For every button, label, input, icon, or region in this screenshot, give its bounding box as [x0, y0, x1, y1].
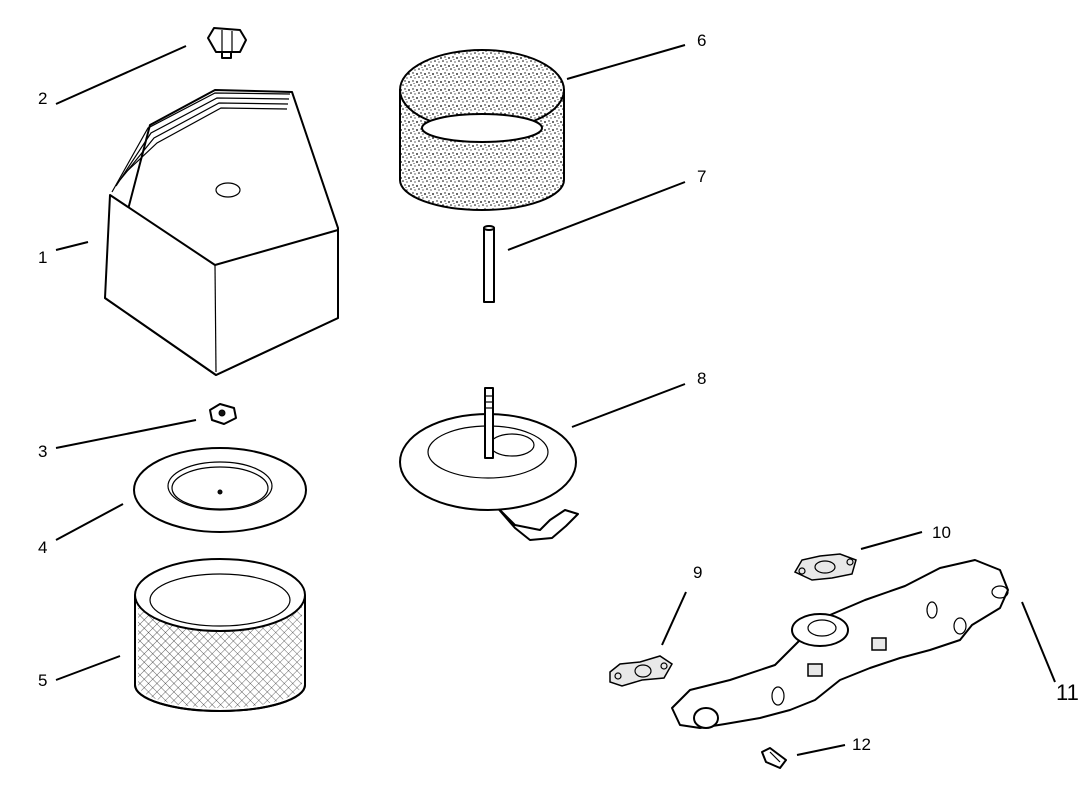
callout-10: 10 [932, 523, 951, 542]
leader-line-4 [55, 503, 124, 541]
leader-line-9 [661, 591, 687, 646]
leader-line-7 [507, 181, 686, 251]
leader-line-12 [796, 744, 846, 756]
part-9-gasket [609, 655, 673, 687]
part-1-air-cleaner-cover [104, 89, 339, 376]
callout-9: 9 [693, 563, 702, 582]
callout-11: 11 [1056, 680, 1079, 705]
leader-line-5 [55, 655, 121, 681]
callout-7: 7 [697, 167, 706, 186]
part-12-bolt [761, 747, 787, 769]
leader-line-1 [55, 241, 89, 251]
part-2-knob [207, 27, 247, 59]
part-6-foam-precleaner [399, 49, 565, 211]
leader-line-2 [55, 45, 187, 105]
part-4-base-plate [133, 447, 307, 533]
callout-8: 8 [697, 369, 706, 388]
callout-3: 3 [38, 442, 47, 461]
callout-2: 2 [38, 89, 47, 108]
leader-line-6 [566, 44, 686, 80]
callout-1: 1 [38, 248, 47, 267]
callout-5: 5 [38, 671, 47, 690]
callout-4: 4 [38, 538, 47, 557]
part-10-gasket [793, 553, 857, 581]
leader-line-11 [1021, 601, 1056, 683]
callout-12: 12 [852, 735, 871, 754]
leader-line-10 [860, 531, 923, 550]
part-11-intake-manifold [671, 559, 1009, 729]
leader-line-8 [571, 383, 686, 428]
leader-lines [55, 44, 1056, 756]
part-3-clip [209, 403, 237, 425]
part-8-air-cleaner-base [399, 387, 579, 541]
part-5-filter-element [134, 558, 306, 712]
part-7-stud [483, 225, 495, 303]
callout-labels: 1 2 3 4 5 6 7 8 9 10 11 12 [38, 31, 1079, 754]
callout-6: 6 [697, 31, 706, 50]
leader-line-3 [55, 419, 197, 449]
